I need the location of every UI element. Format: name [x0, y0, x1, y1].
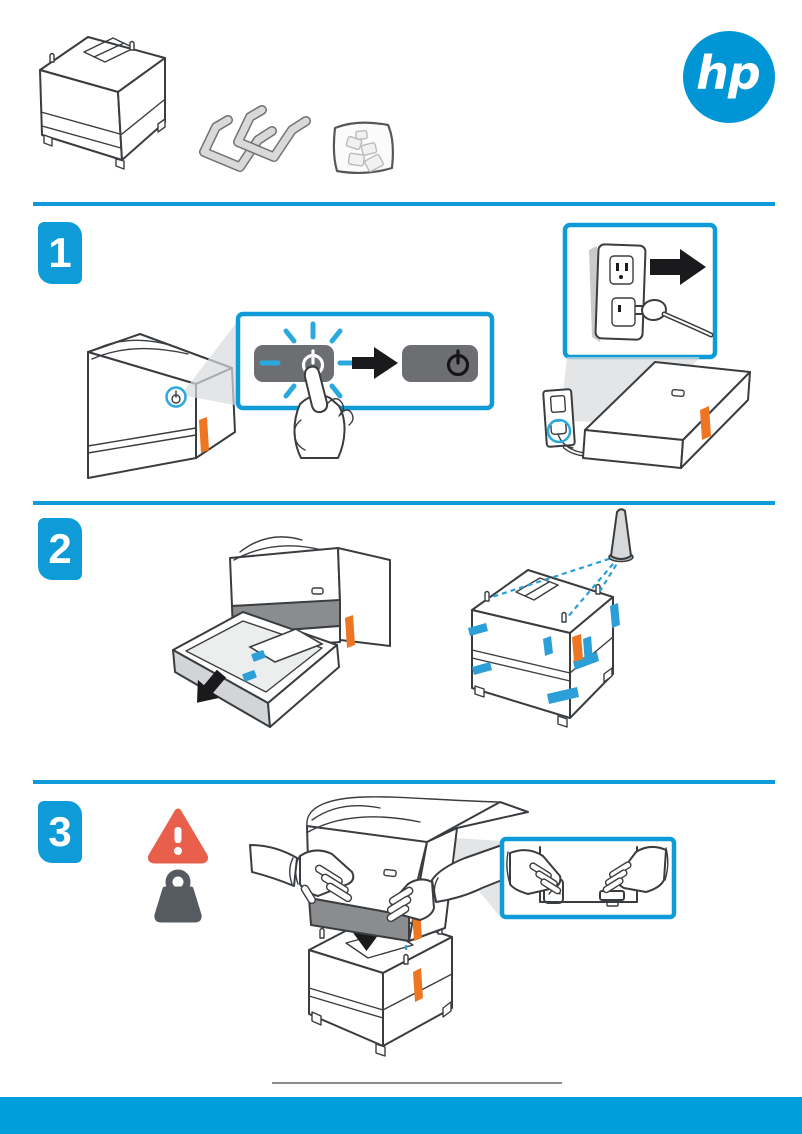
screw-bag-illustration [332, 121, 394, 175]
right-hand [386, 844, 503, 923]
weight-icon [154, 869, 202, 923]
pressing-hand [293, 365, 354, 459]
step-3-illustration [249, 796, 677, 1057]
power-icon [446, 349, 470, 377]
step-3-badge: 3 [38, 801, 82, 863]
step-2-illustration [172, 508, 634, 728]
remove-tape-illustration [468, 508, 634, 728]
warning-icon [147, 808, 209, 864]
wall-outlet [542, 388, 576, 449]
safety-icons [147, 808, 209, 923]
unplug-callout [562, 222, 718, 360]
printer-unplug-illustration [542, 357, 751, 469]
alignment-pin-lines [488, 554, 622, 620]
orange-tape [700, 406, 711, 440]
bottom-rule [272, 1082, 562, 1084]
hp-logo-text: hp [696, 46, 761, 100]
corner-tape-strips [468, 603, 620, 704]
remove-tray-illustration [172, 536, 391, 728]
orange-tape [199, 417, 209, 453]
kit-contents-illustration [39, 36, 394, 175]
arrow-out-icon [197, 669, 227, 703]
power-plug [635, 298, 714, 338]
outlet-socket [609, 255, 636, 327]
left-hand [249, 844, 355, 905]
callout-right-hand [602, 846, 669, 894]
power-button-callout [235, 311, 495, 459]
printer-stand-illustration [39, 36, 166, 170]
arrow-right-icon [352, 347, 398, 379]
orange-tape [413, 968, 423, 1002]
printer-power-illustration [87, 318, 240, 479]
section-divider [33, 780, 775, 784]
orange-tape [345, 615, 355, 648]
plug-highlight [546, 418, 572, 444]
mounting-brackets-illustration [199, 105, 311, 172]
callout-left-hand [506, 849, 562, 895]
blink-rays [259, 321, 354, 399]
orange-tape [572, 634, 583, 662]
hp-logo: hp [683, 31, 775, 123]
alignment-pin-cone [608, 508, 634, 563]
section-divider [33, 202, 775, 206]
stand-base [308, 912, 453, 1057]
step-1-illustration [87, 222, 751, 479]
section-divider [33, 501, 775, 505]
hand-grip-callout [499, 836, 677, 920]
step-2-badge: 2 [38, 518, 82, 580]
arrow-right-icon [650, 249, 706, 285]
step-1-badge: 1 [38, 222, 82, 284]
lift-printer-illustration [249, 796, 529, 1057]
paper-tray [172, 611, 340, 728]
footer-bar [0, 1097, 802, 1134]
